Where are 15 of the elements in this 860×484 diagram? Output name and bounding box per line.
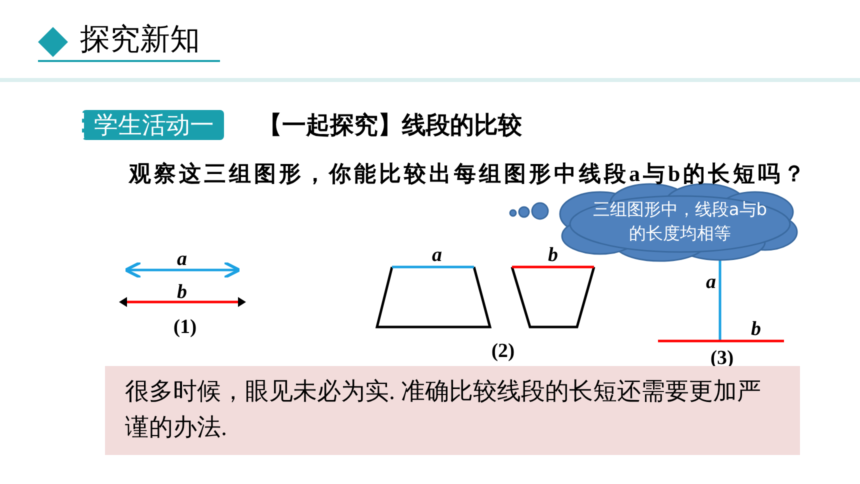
segment-label: a (432, 244, 442, 267)
thought-bubble (509, 183, 798, 262)
segment-label: a (177, 248, 187, 271)
figure-number: (2) (491, 340, 515, 363)
figure-number: (1) (173, 316, 197, 339)
bubble-text: 三组图形中，线段a与b的长度均相等 (592, 199, 768, 246)
page-title: 探究新知 (80, 21, 200, 59)
section-heading: 【一起探究】线段的比较 (258, 110, 522, 141)
question-text: 观察这三组图形，你能比较出每组图形中线段a与b的长短吗？ (128, 160, 810, 188)
note-box: 很多时候，眼见未必为实. 准确比较线段的长短还需要更加严谨的办法. (105, 366, 800, 455)
segment-label: b (751, 318, 761, 341)
segment-label: a (706, 271, 716, 294)
badge: 学生活动一 (82, 110, 224, 140)
segment-label: b (177, 281, 187, 304)
segment-label: b (548, 244, 558, 267)
